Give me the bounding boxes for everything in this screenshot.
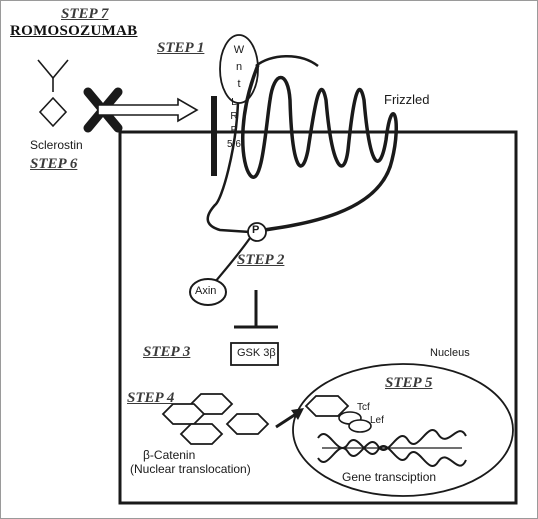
- beta-catenin-hexagon: [179, 423, 224, 445]
- translocation-arrow: [275, 412, 297, 429]
- step3-label: STEP 3: [143, 344, 191, 360]
- frizzled-receptor: [241, 64, 398, 234]
- gene-transcription-label: Gene transciption: [342, 470, 437, 484]
- translocation-arrowhead: [291, 408, 304, 420]
- beta-catenin-hexagon: [161, 403, 206, 425]
- step1-label: STEP 1: [157, 40, 205, 56]
- nucleus-label: Nucleus: [430, 347, 470, 359]
- lef-oval: [348, 419, 372, 433]
- beta-catenin-label: β-Catenin: [143, 448, 196, 462]
- wnt-letter: n: [235, 61, 243, 73]
- step6-label: STEP 6: [30, 156, 78, 172]
- wnt-letter: W: [233, 44, 245, 56]
- wnt-label: W n t: [231, 42, 247, 93]
- phosphate-label: P: [252, 224, 260, 236]
- beta-catenin-hexagon: [225, 413, 270, 435]
- nucleus: [292, 363, 514, 497]
- axin-label: Axin: [195, 285, 217, 297]
- sclerostin-diamond-icon: [38, 96, 68, 128]
- inhibition-arrow: [97, 97, 199, 123]
- lrp-label: L R P 5/6: [223, 96, 245, 152]
- romosozumab-label: ROMOSOZUMAB: [10, 23, 138, 39]
- nuclear-beta-catenin-hexagon: [304, 395, 350, 417]
- lrp-letter: 5/6: [227, 139, 241, 150]
- nuclear-translocation-label: (Nuclear translocation): [130, 462, 251, 476]
- phosphate-circle: [247, 222, 267, 242]
- step5-label: STEP 5: [385, 375, 433, 391]
- lef-label: Lef: [370, 415, 384, 426]
- step2-label: STEP 2: [237, 252, 285, 268]
- gsk3b-label: GSK 3β: [237, 347, 276, 359]
- cell-outline: [118, 130, 518, 505]
- lrp-letter: L: [231, 97, 237, 108]
- frizzled-n-terminus: [255, 55, 319, 68]
- frizzled-tail: [206, 102, 251, 234]
- tcf-label: Tcf: [357, 402, 370, 413]
- romosozumab-antibody-icon: [37, 59, 69, 92]
- sclerostin-label: Sclerostin: [30, 138, 83, 152]
- step7-label: STEP 7: [61, 6, 109, 22]
- axin-link: [214, 237, 251, 283]
- frizzled-label: Frizzled: [384, 92, 430, 107]
- lrp-letter: P: [230, 125, 238, 136]
- axin-node: [189, 278, 227, 306]
- lrp-letter: R: [230, 111, 238, 122]
- gsk3b-box: [230, 342, 279, 366]
- wnt-letter: t: [237, 78, 241, 90]
- step4-label: STEP 4: [127, 390, 175, 406]
- lrp-receptor-bar: [211, 96, 217, 176]
- dna-helix-icon: [317, 429, 467, 467]
